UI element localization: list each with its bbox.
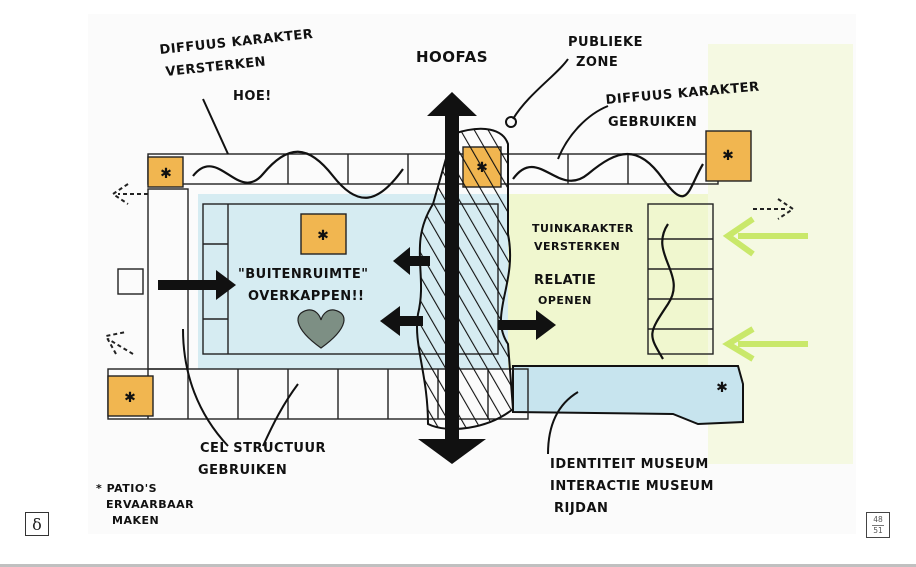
- logo-icon[interactable]: δ: [25, 512, 49, 536]
- annotation-buitenruimte-1: "BUITENRUIMTE": [238, 267, 369, 282]
- annotation-diffuus-1: DIFFUUS KARAKTER: [159, 27, 314, 58]
- yellow-wash-garden: [508, 194, 728, 369]
- wave-top-right: [512, 153, 704, 198]
- patio-5: [107, 375, 154, 417]
- horizontal-arrows: [158, 247, 556, 340]
- annotation-diffuus-right-2: GEBRUIKEN: [608, 115, 697, 130]
- svg-text:✱: ✱: [317, 228, 329, 244]
- site-plan-sketch: ✱ ✱ ✱ ✱ ✱ ✱: [96, 27, 853, 527]
- wave-top-left: [192, 150, 404, 199]
- page-divider: [872, 524, 884, 526]
- sketch-image: ✱ ✱ ✱ ✱ ✱ ✱: [88, 14, 856, 534]
- hoofas-hatched-zone: [416, 127, 515, 430]
- annotation-patios-2: ERVAARBAAR: [106, 498, 194, 511]
- wave-right: [651, 223, 675, 360]
- annotation-patios-3: MAKEN: [112, 514, 159, 527]
- annotation-tuin-1: TUINKARAKTER: [532, 222, 634, 235]
- annotation-diffuus-2: VERSTERKEN: [165, 55, 267, 80]
- annotation-tuin-2: VERSTERKEN: [534, 240, 620, 253]
- annotation-patios-1: * PATIO'S: [96, 482, 157, 495]
- svg-text:✱: ✱: [160, 166, 172, 182]
- svg-text:✱: ✱: [722, 148, 734, 164]
- heart-icon: [297, 309, 345, 349]
- logo-glyph: δ: [32, 514, 42, 534]
- svg-text:✱: ✱: [124, 390, 136, 406]
- annotation-identiteit-3: RIJDAN: [554, 501, 608, 516]
- annotation-diffuus-3: HOE!: [233, 89, 272, 104]
- page-counter: 48 51: [866, 512, 890, 538]
- hoofas-arrow: [418, 92, 486, 464]
- patio-1: [147, 156, 184, 188]
- building-outline: [107, 153, 719, 420]
- patio-2: [300, 213, 347, 255]
- page-total: 51: [873, 525, 883, 535]
- svg-text:✱: ✱: [716, 380, 728, 396]
- annotation-identiteit-2: INTERACTIE MUSEUM: [550, 479, 714, 494]
- annotation-relatie-2: OPENEN: [538, 294, 592, 307]
- annotation-cel-1: CEL STRUCTUUR: [200, 441, 326, 456]
- museum-block: [512, 365, 744, 426]
- annotation-publieke-1: PUBLIEKE: [568, 35, 643, 50]
- annotation-publieke-2: ZONE: [576, 55, 618, 70]
- bottom-divider: [0, 564, 916, 567]
- annotation-hoofas: HOOFAS: [416, 48, 488, 66]
- annotation-identiteit-1: IDENTITEIT MUSEUM: [550, 457, 709, 472]
- patio-4: [705, 130, 752, 182]
- green-arrows: [722, 216, 808, 362]
- annotation-buitenruimte-2: OVERKAPPEN!!: [248, 289, 364, 304]
- page-current: 48: [873, 514, 883, 524]
- dashed-arrows: [104, 183, 795, 355]
- annotation-cel-2: GEBRUIKEN: [198, 463, 287, 478]
- leader-lines: [182, 58, 609, 455]
- annotation-relatie-1: RELATIE: [534, 273, 596, 288]
